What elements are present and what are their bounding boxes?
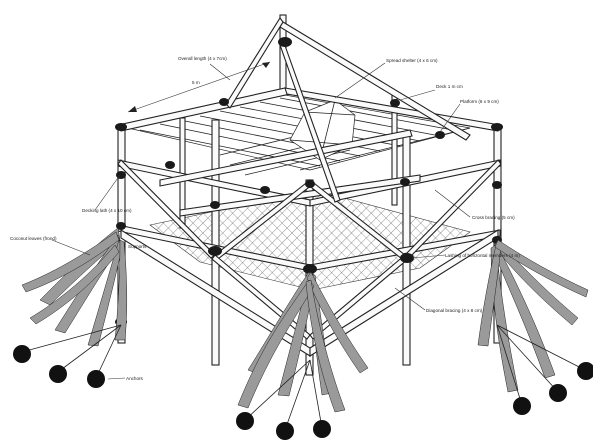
label-float-pole: Platform (6 x 9 cm) bbox=[460, 99, 499, 104]
span-dimension bbox=[127, 61, 271, 113]
label-platform-bamboo: Deck 1 m cm bbox=[436, 84, 463, 89]
anchor-ball bbox=[236, 412, 254, 430]
leader-lines bbox=[51, 62, 471, 380]
label-span-arrow: 5 m bbox=[192, 80, 200, 85]
anchor-ball bbox=[87, 370, 105, 388]
anchor-ropes bbox=[21, 324, 586, 431]
label-brace-bottom: Diagonal bracing (4 x 8 cm) bbox=[426, 308, 483, 313]
anchor-ball bbox=[313, 420, 331, 438]
label-shelter: Spread shelter (4 x 6 cm) bbox=[386, 58, 438, 63]
label-top-span: Overall length (4 x 7cm) bbox=[178, 56, 227, 61]
anchor-ball bbox=[49, 365, 67, 383]
anchor-ball bbox=[276, 422, 294, 440]
anchor-ball bbox=[577, 362, 593, 380]
label-fish-leaves: Coconut leaves (frond) bbox=[10, 236, 57, 241]
anchor-weights bbox=[13, 345, 593, 440]
diagonal-braces bbox=[117, 17, 502, 357]
coconut-leaf-bundle-right bbox=[477, 239, 589, 393]
label-shade-right: Cross bracing (5 cm) bbox=[472, 215, 515, 220]
label-tie-right: Lashing of horizontal members (4 m) bbox=[445, 253, 520, 258]
label-support: Supports bbox=[128, 244, 147, 249]
label-deck-left: Decking lath (4 x 10 cm) bbox=[82, 208, 132, 213]
label-anchor: Anchors bbox=[126, 376, 144, 381]
anchor-ball bbox=[549, 384, 567, 402]
coconut-leaf-bundle-left bbox=[21, 227, 128, 347]
coconut-leaf-bundle-middle bbox=[237, 271, 369, 413]
anchor-ball bbox=[13, 345, 31, 363]
anchor-ball bbox=[513, 397, 531, 415]
labels: Overall length (4 x 7cm) 5 m Spread shel… bbox=[10, 56, 520, 381]
